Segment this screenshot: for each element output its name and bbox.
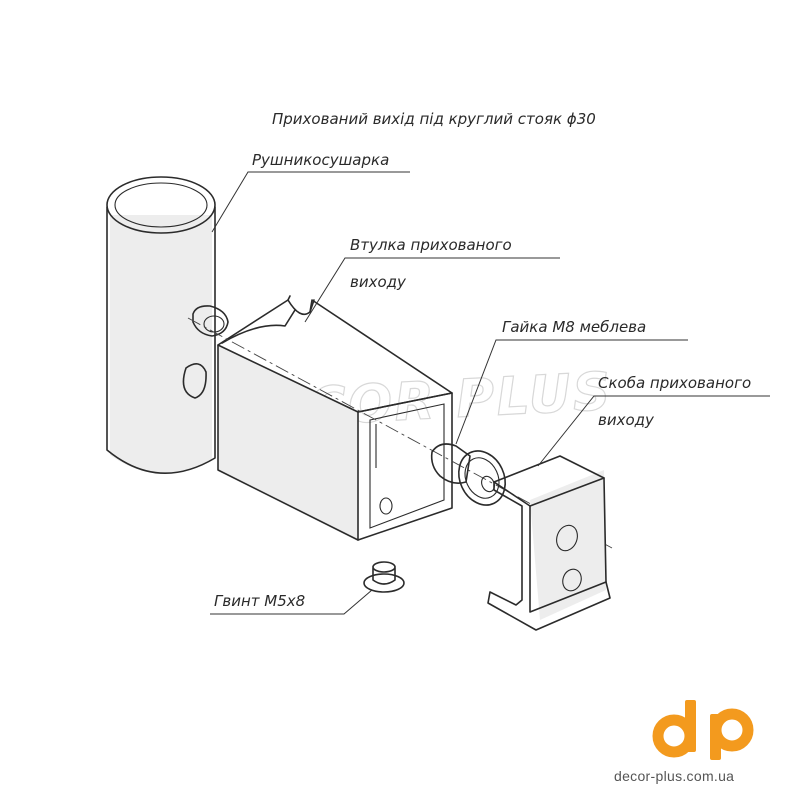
furniture-nut xyxy=(430,443,506,506)
hidden-outlet-sleeve xyxy=(217,295,453,541)
label-bracket-line2: виходу xyxy=(598,411,655,429)
hidden-outlet-bracket xyxy=(487,455,611,631)
website-url: decor-plus.com.ua xyxy=(614,768,735,784)
diagram-title: Прихований вихід під круглий стояк ϕ30 xyxy=(272,110,596,128)
screw-leader xyxy=(210,589,373,615)
label-screw: Гвинт М5х8 xyxy=(214,592,305,610)
label-bracket-line1: Скоба прихованого xyxy=(598,374,751,392)
label-sleeve-line2: виходу xyxy=(350,273,407,291)
sleeve-leader xyxy=(304,257,560,323)
decor-plus-logo xyxy=(652,700,754,760)
towel-dryer-pipe xyxy=(106,176,229,474)
screw-m5x8 xyxy=(363,561,405,593)
label-nut: Гайка М8 меблева xyxy=(502,318,646,336)
nut-leader xyxy=(455,339,688,445)
bracket-leader xyxy=(537,395,770,467)
label-towel-dryer: Рушникосушарка xyxy=(252,151,389,169)
towel-dryer-leader xyxy=(211,171,410,233)
label-sleeve-line1: Втулка прихованого xyxy=(350,236,512,254)
